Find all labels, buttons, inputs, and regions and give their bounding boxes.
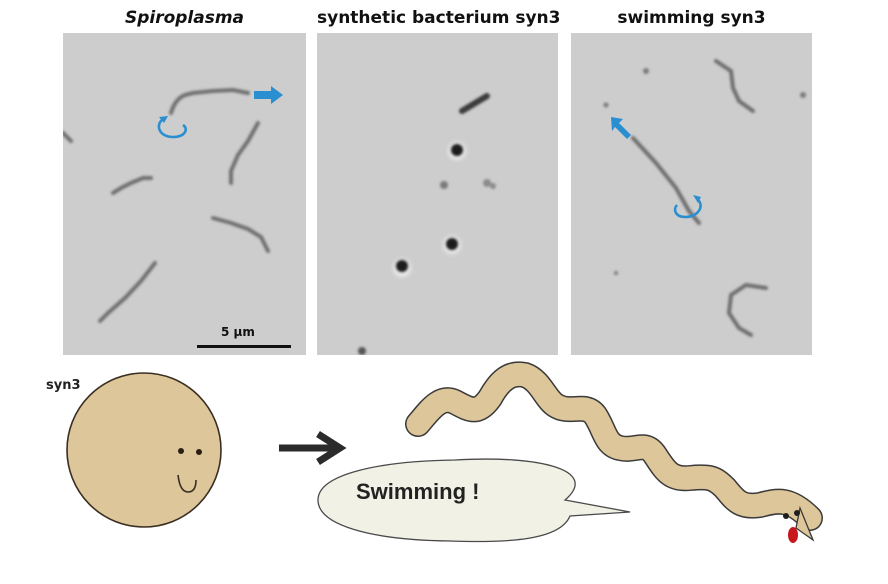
direction-arrow-upleft-icon xyxy=(611,117,631,139)
speech-bubble-text: Swimming ! xyxy=(356,479,480,504)
cell-eye-left xyxy=(178,448,184,454)
rotation-arrow-icon xyxy=(673,195,702,219)
scale-bar-label: 5 µm xyxy=(221,325,255,339)
cell-smile xyxy=(177,474,197,493)
cell-eye-right xyxy=(196,449,202,455)
swimmer-eye-right xyxy=(794,510,800,516)
syn3-cells xyxy=(358,93,496,355)
micrograph-spiroplasma: 5 µm xyxy=(63,33,306,355)
syn3-round-cell xyxy=(66,372,222,528)
spiroplasma-cells xyxy=(63,87,270,323)
micrograph-syn3 xyxy=(317,33,558,355)
panel-title-swimming-syn3: swimming syn3 xyxy=(617,8,766,28)
micrograph-swimming-syn3 xyxy=(571,33,812,355)
direction-arrow-right-icon xyxy=(254,86,283,104)
swimming-syn3-cartoon xyxy=(405,361,823,543)
panel-title-syn3: synthetic bacterium syn3 xyxy=(317,8,561,28)
syn3-cell-label: syn3 xyxy=(46,378,81,393)
swimmer-eye-left xyxy=(783,513,789,519)
swimmer-tongue xyxy=(788,527,798,543)
panel-title-spiroplasma: Spiroplasma xyxy=(124,8,245,28)
rotation-arrow-icon xyxy=(157,116,187,139)
scale-bar xyxy=(197,345,291,348)
transition-arrow-icon xyxy=(279,431,347,465)
speech-bubble xyxy=(317,458,631,543)
